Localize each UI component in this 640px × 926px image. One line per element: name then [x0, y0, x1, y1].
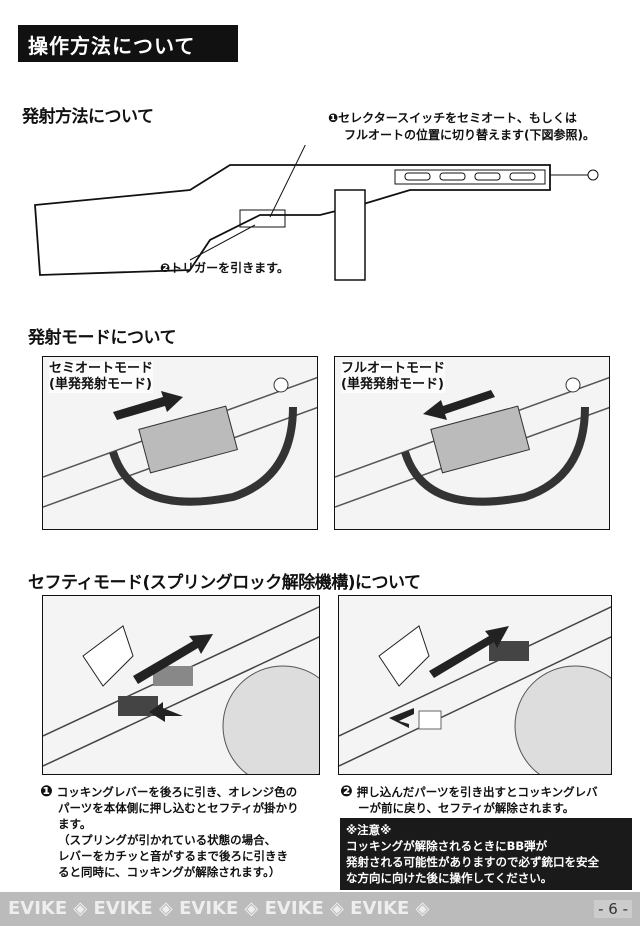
warning-line: な方向に向けた後に操作してください。 [346, 871, 553, 885]
trigger-guard-illustration [43, 376, 317, 508]
step-number: ❷ [160, 261, 171, 275]
firing-step-2: ❷トリガーを引きます。 [160, 260, 289, 277]
semi-auto-sublabel: (単発発射モード) [49, 377, 152, 392]
note-line: 押し込んだパーツを引き出すとコッキングレバ [356, 785, 598, 799]
step-number: ❶ [40, 782, 53, 800]
note-line: コッキングレバーを後ろに引き、オレンジ色の [56, 785, 298, 799]
semi-auto-label: セミオートモード [49, 361, 154, 376]
step-text: セレクタースイッチをセミオート、もしくは [338, 111, 577, 125]
trigger-guard-illustration [335, 376, 609, 508]
semi-auto-panel: セミオートモード(単発発射モード) [42, 356, 318, 530]
arrow-forward-icon [429, 626, 509, 678]
page-number: - 6 - [594, 900, 632, 918]
step-number: ❷ [340, 782, 353, 800]
footer-band: EVIKE ◈ EVIKE ◈ EVIKE ◈ EVIKE ◈ EVIKE ◈ … [0, 892, 640, 926]
note-line: ると同時に、コッキングが解除されます。） [58, 865, 281, 879]
arrow-pull-icon [389, 708, 414, 728]
warning-line: コッキングが解除されるときにBB弾が [346, 839, 548, 853]
gun-illustration [34, 145, 599, 281]
note-line: ます。 [58, 817, 92, 831]
safety-note-1: ❶ コッキングレバーを後ろに引き、オレンジ色の パーツを本体側に押し込むとセフテ… [40, 783, 299, 880]
full-auto-sublabel: (単発発射モード) [341, 377, 444, 392]
full-auto-panel: フルオートモード(単発発射モード) [334, 356, 610, 530]
warning-box: ※注意※ コッキングが解除されるときにBB弾が 発射される可能性がありますので必… [340, 818, 632, 890]
safety-engage-panel [42, 595, 320, 775]
warning-title: ※注意※ [346, 823, 392, 837]
arrow-back-icon [133, 634, 213, 684]
note-line: パーツを本体側に押し込むとセフティが掛かり [58, 801, 299, 815]
step-text: トリガーを引きます。 [170, 261, 289, 275]
note-line: （スプリングが引かれている状態の場合、 [58, 833, 277, 847]
section-heading-modes: 発射モードについて [28, 328, 177, 348]
firing-step-1: ❶セレクタースイッチをセミオート、もしくはフルオートの位置に切り替えます(下図参… [328, 110, 595, 144]
section-heading-safety: セフティモード(スプリングロック解除機構)について [28, 573, 421, 593]
arrow-left-icon [113, 391, 183, 420]
cocking-lever-illustration [43, 606, 319, 774]
warning-line: 発射される可能性がありますので必ず銃口を安全 [346, 855, 599, 869]
note-line: ーが前に戻り、セフティが解除されます。 [358, 801, 575, 815]
arrow-right-icon [423, 390, 495, 420]
note-line: レバーをカチッと音がするまで後ろに引きき [58, 849, 288, 863]
arrow-push-icon [149, 702, 183, 722]
section-heading-firing: 発射方法について [22, 107, 154, 127]
safety-release-panel [338, 595, 612, 775]
step-text: フルオートの位置に切り替えます(下図参照)。 [344, 128, 595, 142]
watermark: EVIKE ◈ EVIKE ◈ EVIKE ◈ EVIKE ◈ EVIKE ◈ [8, 898, 430, 919]
page-title: 操作方法について [18, 25, 238, 62]
cocking-lever-illustration [339, 606, 611, 774]
full-auto-label: フルオートモード [341, 361, 446, 376]
step-number: ❶ [328, 111, 339, 125]
safety-note-2: ❷ 押し込んだパーツを引き出すとコッキングレバ ーが前に戻り、セフティが解除され… [340, 783, 598, 816]
